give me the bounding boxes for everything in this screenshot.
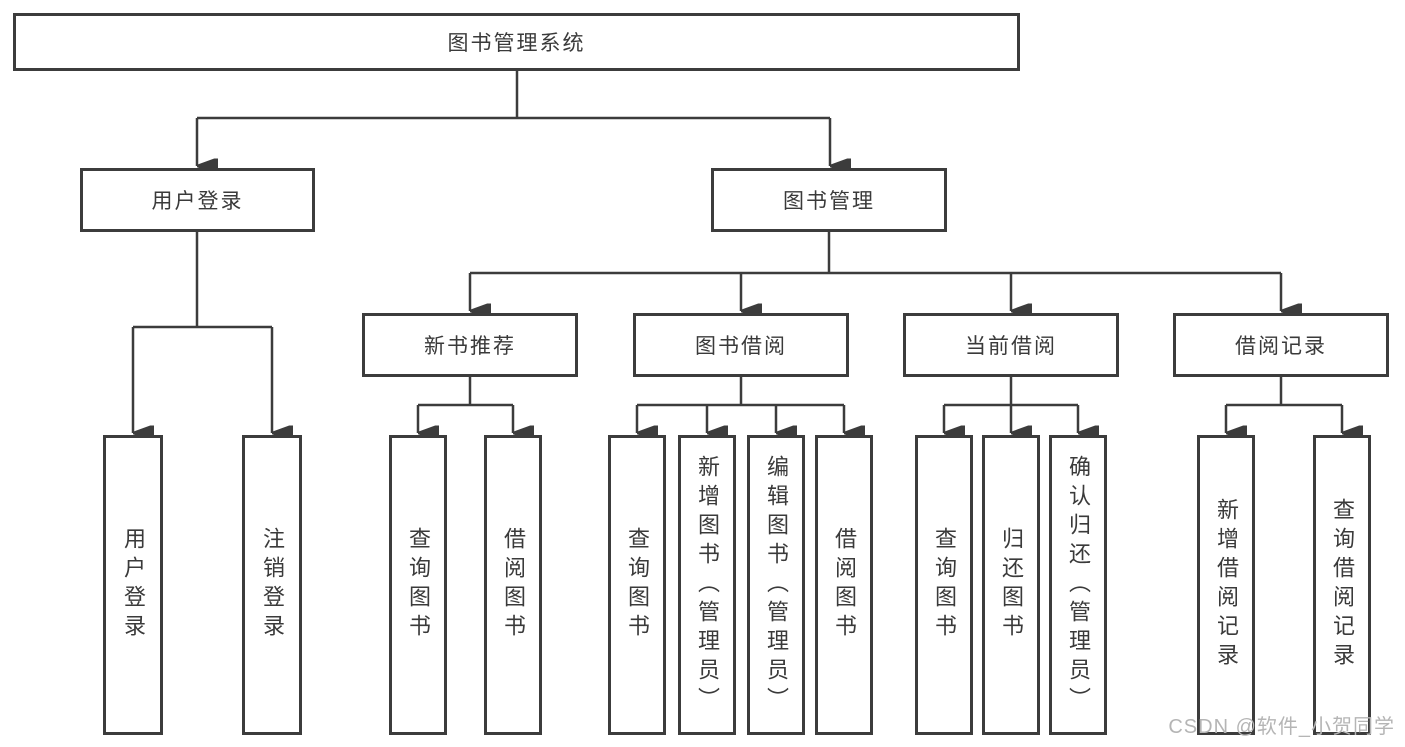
leaf-user-login: 用户登录: [103, 435, 163, 735]
leaf-query-books-3: 查询图书: [915, 435, 973, 735]
leaf-borrow-books-2: 借阅图书: [815, 435, 873, 735]
leaf-logout-login: 注销登录: [242, 435, 302, 735]
leaf-edit-books-admin: 编辑图书（管理员）: [747, 435, 805, 735]
csdn-watermark: CSDN @软件_小贺同学: [1168, 716, 1395, 738]
node-user-login-branch: 用户登录: [80, 168, 315, 232]
node-library-system: 图书管理系统: [13, 13, 1020, 71]
leaf-return-books: 归还图书: [982, 435, 1040, 735]
leaf-confirm-return-admin: 确认归还（管理员）: [1049, 435, 1107, 735]
node-new-book-recommend: 新书推荐: [362, 313, 578, 377]
leaf-query-books-2: 查询图书: [608, 435, 666, 735]
leaf-add-books-admin: 新增图书（管理员）: [678, 435, 736, 735]
node-book-borrowing: 图书借阅: [633, 313, 849, 377]
node-current-borrowing: 当前借阅: [903, 313, 1119, 377]
leaf-query-books-1: 查询图书: [389, 435, 447, 735]
leaf-borrow-books-1: 借阅图书: [484, 435, 542, 735]
node-borrow-records: 借阅记录: [1173, 313, 1389, 377]
leaf-add-borrow-record: 新增借阅记录: [1197, 435, 1255, 735]
leaf-query-borrow-record: 查询借阅记录: [1313, 435, 1371, 735]
node-book-management-branch: 图书管理: [711, 168, 947, 232]
